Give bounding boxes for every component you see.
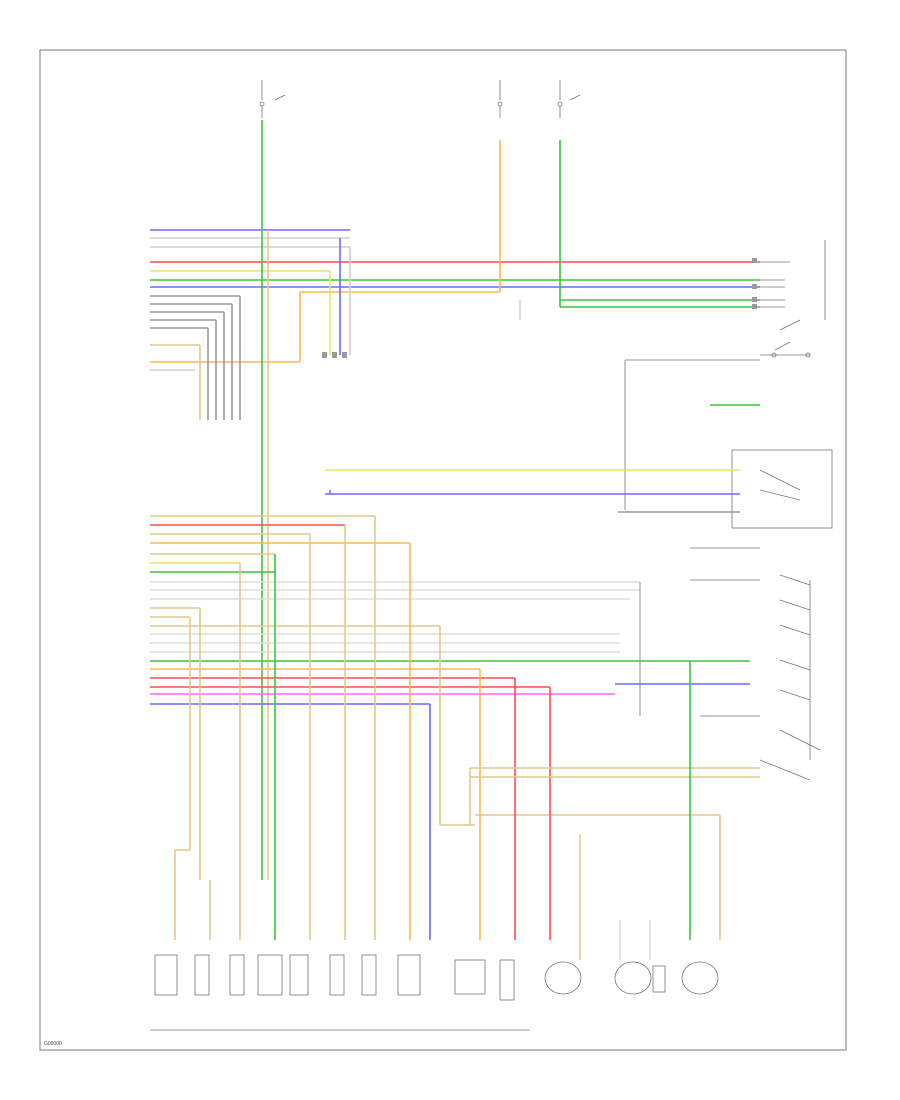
connector-pins <box>322 258 757 358</box>
vertical-drops <box>174 516 760 960</box>
main-vertical-green <box>261 120 269 880</box>
top-fuse-symbols <box>259 80 581 118</box>
right-upper-components <box>624 240 833 529</box>
diagram-frame <box>39 49 847 1051</box>
right-lower-switches <box>639 547 821 781</box>
page-code: G00000 <box>44 1041 62 1047</box>
lower-harness <box>150 515 750 705</box>
upper-harness <box>150 140 760 420</box>
bottom-components <box>150 954 719 1031</box>
middle-wires <box>325 469 740 513</box>
